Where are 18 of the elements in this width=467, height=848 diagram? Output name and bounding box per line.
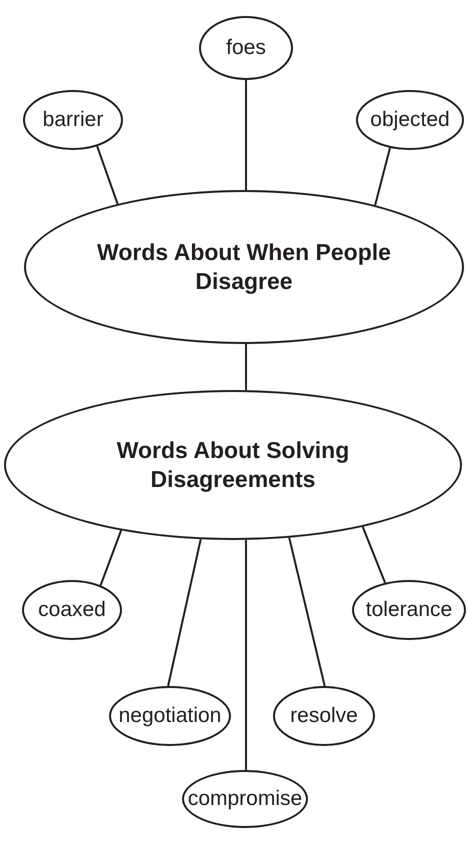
topic-label: Words About When People Disagree: [96, 238, 392, 296]
connector-line: [288, 537, 326, 686]
topic-label: Words About Solving Disagreements: [116, 436, 350, 494]
word-label: foes: [226, 34, 266, 61]
word-label: barrier: [42, 106, 104, 133]
connector-line: [96, 146, 119, 204]
connector-line: [167, 539, 202, 686]
word-label: objected: [370, 106, 450, 133]
connector-line: [245, 80, 247, 190]
word-label: coaxed: [38, 596, 106, 623]
word-label: negotiation: [118, 702, 222, 729]
word-label: compromise: [188, 786, 302, 812]
connector-line: [245, 540, 247, 770]
word-label: resolve: [290, 702, 358, 729]
connector-line: [374, 148, 391, 206]
word-label: tolerance: [366, 596, 452, 623]
connector-line: [245, 344, 247, 390]
connector-line: [100, 530, 122, 586]
